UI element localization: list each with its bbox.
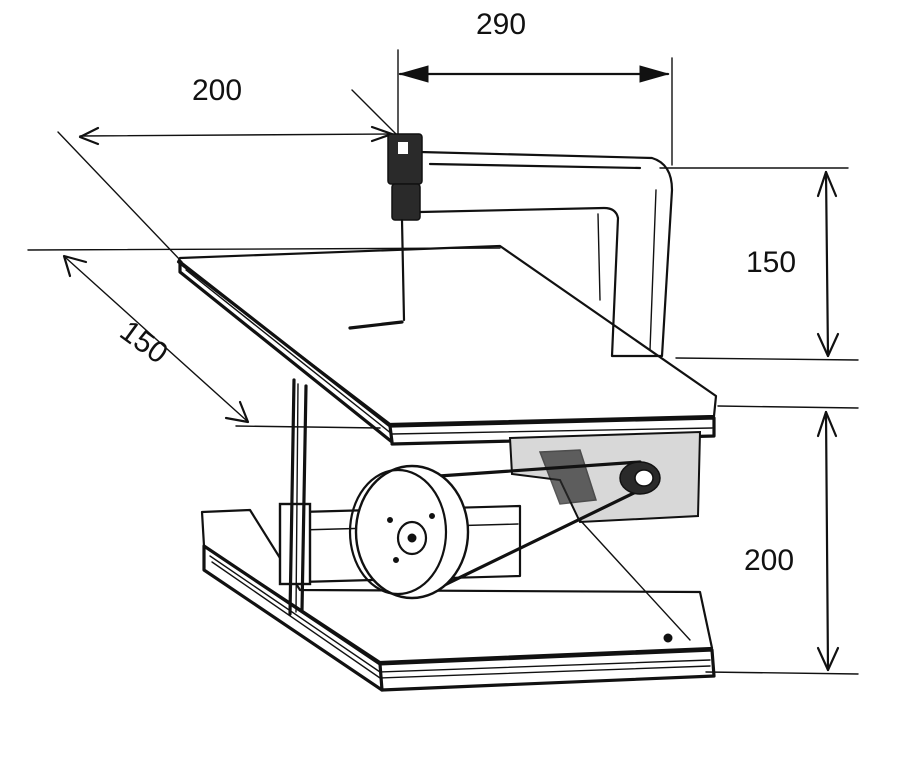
arrowhead-right — [639, 65, 670, 83]
belt-drive — [348, 460, 691, 641]
saw-arm — [418, 150, 674, 358]
arrowhead-left-open — [78, 126, 100, 146]
arrowhead-right-upper-bottom — [816, 332, 840, 358]
dimension-lines — [27, 49, 859, 675]
diagonal-extension-upper — [57, 131, 183, 263]
dimension-line-right-lower — [824, 410, 830, 672]
dimension-label-right-lower-height: 200 — [744, 544, 795, 577]
dimension-line-left — [79, 133, 393, 137]
extension-line-base — [705, 671, 859, 675]
dimension-label-right-upper-height: 150 — [746, 246, 797, 279]
reference-line-table-front — [235, 425, 381, 429]
arrowhead-left — [398, 65, 429, 83]
dimension-label-top-width: 290 — [476, 8, 527, 41]
arrowhead-right-lower-bottom — [816, 646, 840, 672]
front-post — [288, 378, 308, 616]
blade-assembly — [348, 133, 423, 330]
large-pulley — [354, 464, 470, 600]
leader-line-blade — [351, 89, 399, 137]
arrowhead-right-upper-top — [816, 170, 838, 198]
dimension-label-left-depth: 200 — [192, 74, 243, 107]
table-top — [176, 244, 718, 446]
arrowhead-diagonal-lower — [224, 400, 250, 424]
base-plate — [200, 508, 716, 692]
dimension-line-right-upper — [824, 170, 830, 358]
motor-housing — [278, 430, 702, 586]
arrowhead-right-lower-top — [816, 410, 838, 438]
arrowhead-diagonal-upper — [62, 254, 88, 278]
dimension-line-diagonal — [65, 257, 247, 421]
extension-line-table-edge — [717, 405, 859, 409]
extension-line-table-level — [675, 357, 859, 361]
